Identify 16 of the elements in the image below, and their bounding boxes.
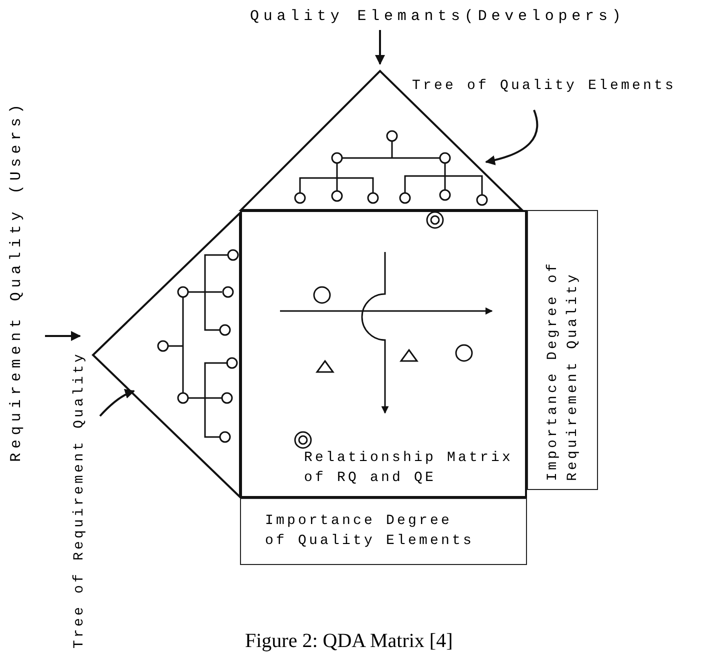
matrix-box xyxy=(240,210,527,498)
arrow xyxy=(485,110,538,165)
figure-caption: Figure 2: QDA Matrix [4] xyxy=(245,629,453,654)
bottom-box xyxy=(240,498,527,565)
input-label: Requirement Quality (Users) xyxy=(6,100,28,462)
box-label: Relationship Matrix of RQ and QE xyxy=(304,449,514,488)
tree-label: Tree of Requirement Quality xyxy=(70,351,90,649)
triangle-outline xyxy=(92,212,240,498)
box-label: Importance Degree of Requirement Quality xyxy=(544,260,582,481)
tree-label: Tree of Quality Elements xyxy=(412,76,676,96)
box-label: Importance Degree of Quality Elements xyxy=(265,512,476,551)
input-label: Quality Elemants(Developers) xyxy=(250,6,626,28)
arrow xyxy=(99,389,135,417)
arrow xyxy=(375,30,385,65)
side-box xyxy=(527,210,598,490)
arrow xyxy=(45,331,81,341)
